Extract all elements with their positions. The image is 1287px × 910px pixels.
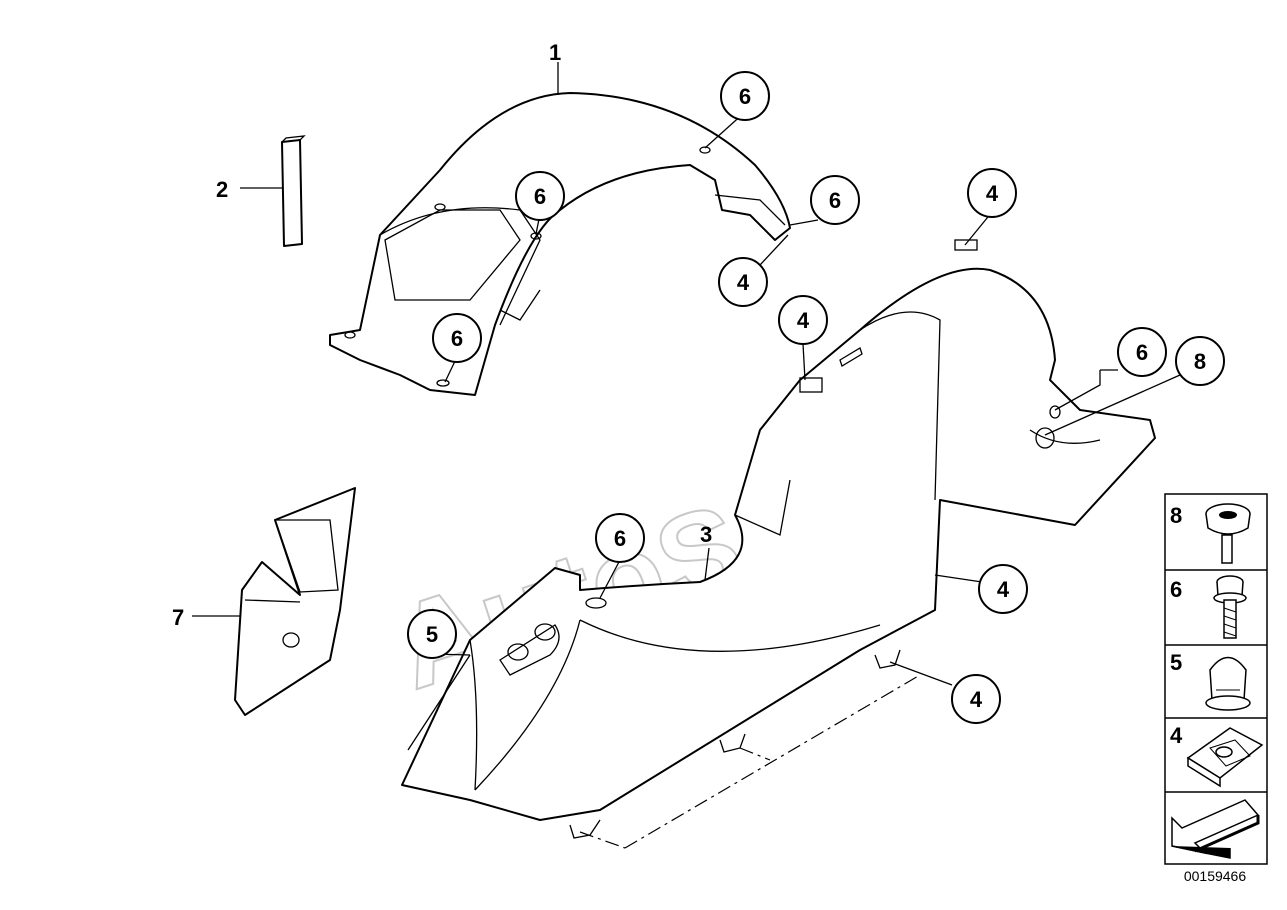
svg-text:4: 4 (737, 270, 750, 295)
part-2-strip (281, 135, 306, 247)
callout-6-top: 6 (720, 71, 770, 121)
svg-text:6: 6 (829, 188, 841, 213)
callout-6-arch-bottom: 6 (432, 313, 482, 363)
parts-legend: 8 6 5 4 (1164, 493, 1268, 865)
callout-4-right: 4 (978, 564, 1028, 614)
callout-4-top-right: 4 (967, 168, 1017, 218)
callout-6-panel: 6 (595, 513, 645, 563)
bolt-cap-icon (1205, 503, 1251, 564)
leader-lines (192, 62, 1181, 849)
legend-number-6: 6 (1170, 577, 1182, 602)
callout-6-rear: 6 (1117, 327, 1167, 377)
part-7-cover (234, 487, 356, 716)
part-3-side-panel (401, 239, 1156, 839)
legend-number-4: 4 (1170, 723, 1183, 748)
callout-8: 8 (1175, 336, 1225, 386)
callout-6-arch-mid: 6 (515, 171, 565, 221)
svg-text:4: 4 (986, 181, 999, 206)
svg-text:4: 4 (970, 687, 983, 712)
svg-text:4: 4 (797, 308, 810, 333)
callout-5: 5 (407, 609, 457, 659)
arrow-icon (1171, 799, 1260, 859)
svg-text:6: 6 (739, 84, 751, 109)
label-7: 7 (172, 605, 184, 630)
callout-4-bottom: 4 (951, 674, 1001, 724)
callout-4-center: 4 (778, 295, 828, 345)
clip-nut-icon (1186, 727, 1264, 788)
screw-icon (1213, 575, 1247, 639)
label-2: 2 (216, 177, 228, 202)
svg-text:4: 4 (997, 577, 1010, 602)
legend-number-8: 8 (1170, 503, 1182, 528)
label-1: 1 (549, 40, 561, 65)
document-number: 00159466 (1183, 868, 1247, 884)
legend-number-5: 5 (1170, 650, 1182, 675)
svg-text:6: 6 (1136, 340, 1148, 365)
svg-text:5: 5 (426, 622, 438, 647)
svg-text:6: 6 (614, 526, 626, 551)
callout-6-arch-right: 6 (810, 175, 860, 225)
svg-text:6: 6 (534, 184, 546, 209)
part-1-wheel-arch-liner (329, 92, 791, 396)
svg-text:8: 8 (1194, 349, 1206, 374)
callout-4-arch: 4 (718, 257, 768, 307)
expanding-nut-icon (1205, 656, 1251, 711)
svg-text:6: 6 (451, 326, 463, 351)
label-3: 3 (700, 522, 712, 547)
